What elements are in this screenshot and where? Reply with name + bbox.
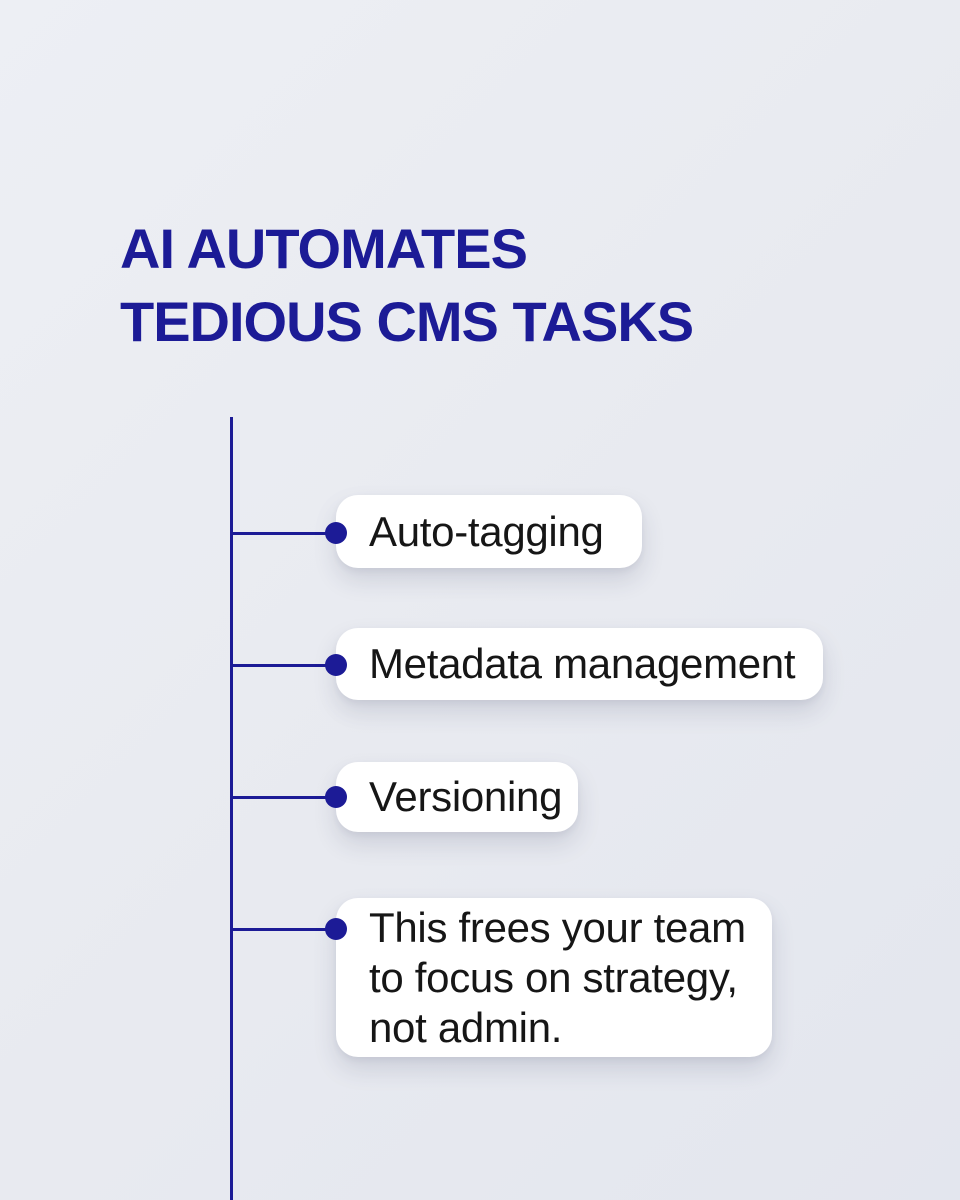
card-label: Auto-tagging — [369, 507, 604, 555]
card-label: This frees your team to focus on strateg… — [369, 903, 746, 1051]
card-label: Versioning — [369, 773, 563, 820]
timeline-connector — [231, 928, 336, 931]
timeline-dot-icon — [325, 786, 347, 808]
timeline-connector — [231, 664, 336, 667]
title-line-1: AI AUTOMATES — [120, 217, 528, 280]
timeline-connector — [231, 532, 336, 535]
timeline-vertical-line — [230, 417, 233, 1200]
timeline-dot-icon — [325, 522, 347, 544]
timeline-card-metadata-management: Metadata management — [336, 628, 823, 700]
timeline-dot-icon — [325, 918, 347, 940]
card-label: Metadata management — [369, 640, 796, 687]
timeline-card-auto-tagging: Auto-tagging — [336, 495, 642, 568]
timeline-card-versioning: Versioning — [336, 762, 578, 832]
page-title: AI AUTOMATES TEDIOUS CMS TASKS — [120, 212, 694, 358]
title-line-2: TEDIOUS CMS TASKS — [120, 290, 694, 353]
timeline-dot-icon — [325, 654, 347, 676]
timeline-connector — [231, 796, 336, 799]
timeline-card-summary: This frees your team to focus on strateg… — [336, 898, 772, 1057]
